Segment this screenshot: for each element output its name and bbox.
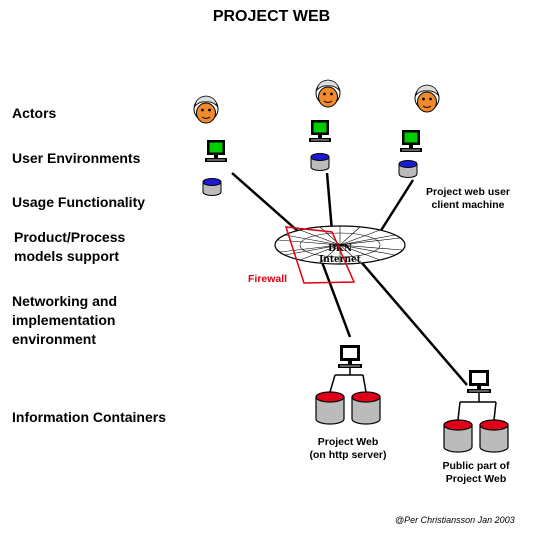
page-title: PROJECT WEB xyxy=(212,8,331,25)
layer-information-containers: Information Containers xyxy=(12,409,167,425)
database-icon xyxy=(398,160,418,178)
layer-actors: Actors xyxy=(12,105,57,121)
link-public-server xyxy=(361,262,468,386)
database-icon xyxy=(202,178,222,196)
public-server-links xyxy=(457,393,497,421)
database-icon xyxy=(443,419,473,453)
copyright: @Per Christiansson Jan 2003 xyxy=(395,515,515,525)
layer-networking-2: implementation xyxy=(12,312,116,328)
computer-icon xyxy=(399,129,423,153)
link-project-server xyxy=(320,261,352,338)
computer-icon xyxy=(466,369,492,394)
firewall-label: Firewall xyxy=(248,273,288,285)
layer-networking-1: Networking and xyxy=(12,293,118,309)
computer-icon xyxy=(204,139,228,163)
database-icon xyxy=(479,419,509,453)
layer-product-process-1: Product/Process xyxy=(14,229,126,245)
person-icon xyxy=(193,95,219,124)
layer-user-environments: User Environments xyxy=(12,150,141,166)
person-icon xyxy=(414,84,440,113)
server-links xyxy=(329,368,367,393)
database-icon xyxy=(315,391,345,425)
layer-networking-3: environment xyxy=(12,331,97,347)
computer-icon xyxy=(337,344,363,369)
server-caption-2: (on http server) xyxy=(309,449,387,461)
computer-icon xyxy=(308,119,332,143)
client-caption-2: client machine xyxy=(431,199,505,211)
layer-usage-functionality: Usage Functionality xyxy=(12,194,146,210)
database-icon xyxy=(351,391,381,425)
firewall-icon xyxy=(284,226,356,284)
person-icon xyxy=(315,79,341,108)
server-caption-1: Project Web xyxy=(317,436,379,448)
public-caption-1: Public part of xyxy=(442,460,510,472)
connection-lines xyxy=(231,172,468,386)
layer-product-process-2: models support xyxy=(14,248,120,264)
client-caption-1: Project web user xyxy=(425,186,511,198)
link-right-client xyxy=(378,179,415,233)
link-left-client xyxy=(231,172,301,234)
public-caption-2: Project Web xyxy=(445,473,507,485)
database-icon xyxy=(310,153,330,171)
internet-label-2: Internet xyxy=(319,255,362,265)
network-cloud-icon: DKN Internet xyxy=(274,225,406,265)
